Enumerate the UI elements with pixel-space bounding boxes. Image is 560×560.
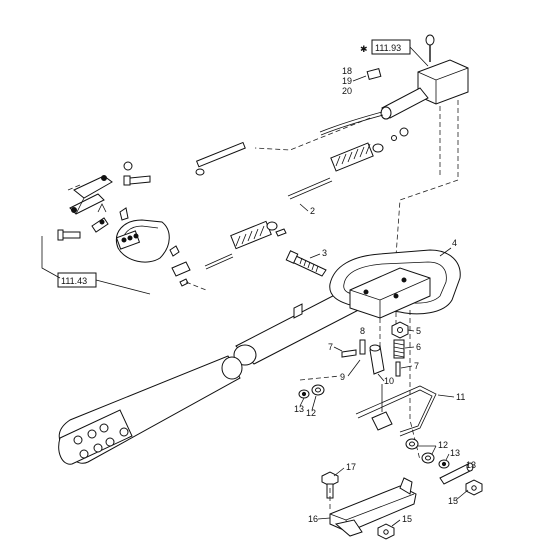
asterisk-mark: ✱ — [360, 44, 368, 54]
label-13-right: 13 — [450, 448, 460, 458]
label-13-left: 13 — [294, 404, 304, 414]
part-8-pin — [359, 339, 366, 355]
label-5: 5 — [416, 326, 421, 336]
label-15-right: 15 — [448, 496, 458, 506]
ref-label-111-93: 111.93 — [375, 43, 401, 53]
label-7-right: 7 — [414, 361, 419, 371]
ref-label-111-43: 111.43 — [61, 276, 87, 286]
part-7-pin-left — [341, 349, 357, 358]
part-4-handle-frame — [329, 249, 461, 319]
label-12-left: 12 — [306, 408, 316, 418]
part-7-pin-right — [395, 361, 401, 377]
part-6-spring — [393, 339, 405, 359]
control-lever-assembly — [380, 34, 469, 120]
part-5-nut — [391, 321, 409, 339]
spring-cable-upper — [287, 127, 409, 200]
part-14-pin — [439, 462, 474, 485]
dashed-leader-2 — [394, 100, 459, 271]
part-3-bolt — [285, 250, 327, 277]
main-drawbar — [58, 283, 375, 465]
part-17-bolt — [321, 471, 339, 499]
part-15-nut-right — [465, 479, 483, 496]
label-17: 17 — [346, 462, 356, 472]
ref-box-111-43[interactable]: 111.43 — [41, 236, 151, 295]
dashed-leader-7 — [185, 281, 207, 291]
label-20: 20 — [342, 86, 352, 96]
small-key-part — [366, 67, 382, 81]
part-15-nut-bottom — [377, 523, 395, 540]
small-bolt — [171, 261, 191, 277]
label-16: 16 — [308, 514, 318, 524]
ref-box-111-93[interactable]: ✱ 111.93 — [360, 39, 429, 67]
spring-cable-lower — [204, 220, 287, 270]
label-19: 19 — [342, 76, 352, 86]
label-15-bottom: 15 — [402, 514, 412, 524]
label-2: 2 — [310, 206, 315, 216]
label-9: 9 — [340, 372, 345, 382]
part-16-bracket — [329, 477, 417, 537]
label-4: 4 — [452, 238, 457, 248]
linkage-bracket-assembly — [57, 161, 151, 241]
label-6: 6 — [416, 342, 421, 352]
dashed-leader-1 — [254, 117, 371, 151]
label-11: 11 — [456, 392, 465, 402]
label-13-pin: 13 — [466, 460, 476, 470]
part-11-hoop-rod — [355, 384, 437, 437]
part-12-13-right-washers — [405, 438, 450, 469]
label-10: 10 — [384, 376, 394, 386]
band-clamp — [115, 219, 180, 263]
upper-cable — [195, 111, 384, 176]
label-12-right: 12 — [438, 440, 448, 450]
part-10-sleeve — [369, 344, 385, 375]
part-12-13-left-washers — [298, 375, 341, 399]
label-7-left: 7 — [328, 342, 333, 352]
label-3: 3 — [322, 248, 327, 258]
label-8: 8 — [360, 326, 365, 336]
label-18: 18 — [342, 66, 352, 76]
